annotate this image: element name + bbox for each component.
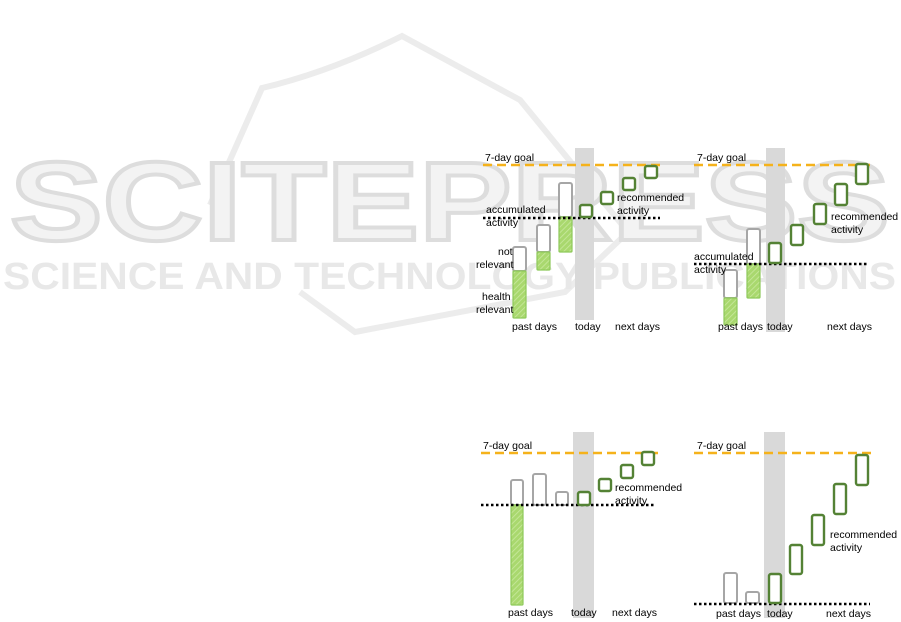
past-bar-not-relevant (558, 182, 573, 218)
next-days-label: next days (612, 607, 657, 619)
watermark-brand: SCITEPRESS (10, 139, 890, 264)
panel-1: 7-day goal accumulated activity recommen… (476, 148, 684, 333)
past-days-label: past days (718, 321, 763, 333)
next-days-label: next days (826, 608, 871, 620)
recommended-label: recommended (831, 211, 898, 223)
accumulated-label: accumulated (694, 251, 754, 263)
recommended-label: activity (831, 224, 864, 236)
past-days-label: past days (508, 607, 553, 619)
next-recommended-box (621, 176, 637, 192)
panel-2: 7-day goal accumulated activity recommen… (694, 148, 898, 333)
today-label: today (575, 321, 601, 333)
past-days-label: past days (716, 608, 761, 620)
accumulated-label: activity (486, 217, 519, 229)
next-recommended-box (788, 543, 804, 576)
recommended-label: recommended (617, 192, 684, 204)
past-bar-not-relevant (536, 224, 551, 253)
accumulated-label: activity (694, 264, 727, 276)
recommended-label: activity (615, 495, 648, 507)
today-recommended-box (767, 241, 783, 265)
next-recommended-box (812, 202, 828, 226)
next-recommended-box (854, 162, 870, 186)
recommended-label: activity (830, 542, 863, 554)
past-bar-health-relevant (558, 216, 573, 253)
next-recommended-box (640, 450, 656, 467)
next-recommended-box (789, 223, 805, 247)
past-bar-not-relevant (510, 479, 524, 506)
past-bar-not-relevant (555, 491, 569, 506)
today-band (766, 148, 785, 332)
past-bar-not-relevant (532, 473, 547, 506)
next-recommended-box (597, 477, 613, 493)
next-recommended-box (643, 164, 659, 180)
recommended-label: recommended (615, 482, 682, 494)
next-recommended-box (832, 482, 848, 516)
past-bar-health-relevant (512, 270, 527, 319)
today-recommended-box (578, 203, 594, 219)
next-recommended-box (599, 190, 615, 206)
goal-label: 7-day goal (483, 440, 532, 452)
panel-4: 7-day goal recommended activity past day… (694, 432, 897, 620)
recommended-label: activity (617, 205, 650, 217)
next-days-label: next days (827, 321, 872, 333)
next-days-label: next days (615, 321, 660, 333)
next-recommended-box (810, 513, 826, 547)
past-bar-not-relevant (745, 591, 760, 604)
accumulated-label: accumulated (486, 204, 546, 216)
not-relevant-label: not (498, 246, 513, 258)
goal-label: 7-day goal (697, 440, 746, 452)
past-bar-health-relevant (536, 251, 551, 271)
goal-label: 7-day goal (485, 152, 534, 164)
next-recommended-box (833, 182, 849, 207)
today-label: today (571, 607, 597, 619)
today-recommended-box (576, 490, 592, 507)
today-band (573, 432, 594, 618)
past-bar-not-relevant (512, 246, 527, 272)
panel-3: 7-day goal recommended activity past day… (481, 432, 682, 619)
next-recommended-box (619, 463, 635, 480)
today-band (575, 148, 594, 320)
past-bar-not-relevant (723, 572, 738, 604)
health-relevant-label: health (482, 291, 511, 303)
watermark: SCITEPRESS SCIENCE AND TECHNOLOGY PUBLIC… (3, 32, 896, 336)
past-bar-health-relevant (723, 297, 738, 326)
past-days-label: past days (512, 321, 557, 333)
today-label: today (767, 321, 793, 333)
next-recommended-box (854, 453, 870, 487)
recommended-label: recommended (830, 529, 897, 541)
health-relevant-label: relevant (476, 304, 513, 316)
past-bar-health-relevant (510, 504, 524, 606)
watermark-tagline: SCIENCE AND TECHNOLOGY PUBLICATIONS (3, 256, 896, 298)
today-recommended-box (767, 572, 783, 605)
past-bar-health-relevant (746, 263, 761, 299)
today-label: today (767, 608, 793, 620)
not-relevant-label: relevant (476, 259, 513, 271)
today-band (764, 432, 785, 618)
goal-label: 7-day goal (697, 152, 746, 164)
